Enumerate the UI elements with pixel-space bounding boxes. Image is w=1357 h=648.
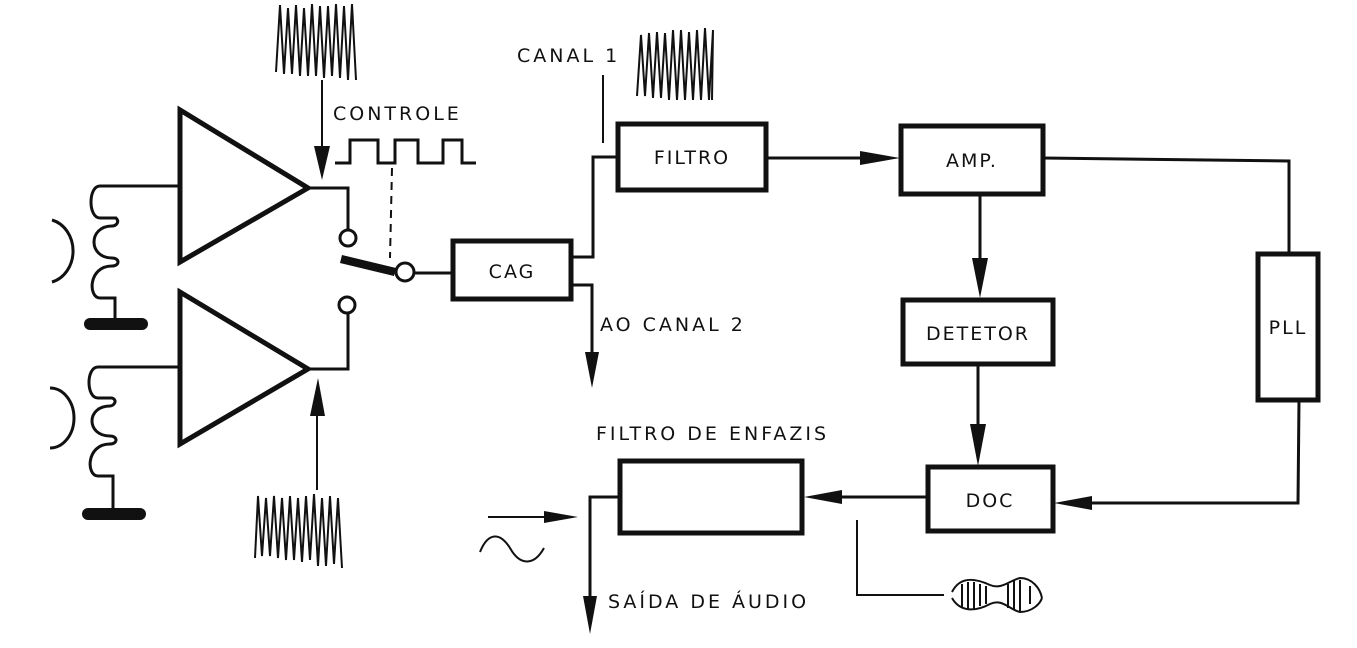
filtro-block [615,121,769,193]
arrow-up-icon [310,378,325,416]
ground-top [84,318,148,330]
cag-to-filtro-wire [571,155,618,259]
filtro-enfazis-block [617,458,805,536]
arrow-down-icon [314,146,330,180]
coil-top [89,184,178,320]
switch-control-link [389,167,393,259]
arrow-right-icon [544,511,578,523]
sine-wave-icon [479,535,545,563]
arrow-down-icon [972,258,988,298]
amp-bottom-output-wire [308,313,350,371]
doc-label: DOC [966,490,1015,512]
tape-head-icon [51,218,75,284]
switch-contact-bottom [337,295,357,315]
saida-audio-label: SAÍDA DE ÁUDIO [608,590,809,613]
fm-waveform-icon [275,3,357,81]
head-top [51,184,178,330]
amp-to-pll-wire [1042,156,1291,254]
arrow-right-icon [860,151,900,165]
controle-label: CONTROLE [333,103,462,125]
filtro-label: FILTRO [654,147,730,169]
switch-pivot [394,261,416,283]
ground-bottom [82,508,146,520]
arrow-down-icon [583,596,597,634]
cag-label: CAG [489,261,536,283]
cag-block [450,238,574,302]
detetor-label: DETETOR [926,323,1030,345]
tape-head-icon [49,386,76,450]
modulated-signal-pointer [856,520,944,596]
switch-contact-top [338,228,358,248]
filtro-enfazis-label: FILTRO DE ENFAZIS [596,423,829,445]
cag-to-canal2-wire [571,283,594,355]
arrow-down-icon [585,352,599,388]
pll-block [1255,251,1321,403]
amplifier-top [177,105,313,267]
fm-waveform-icon [636,27,714,101]
amp-top-output-wire [308,186,350,230]
head-bottom [49,365,178,520]
amplifier-bottom [177,287,313,449]
filtro-enfazis-output-wire [588,495,620,600]
arrow-left-icon [1054,496,1092,510]
ao-canal2-label: AO CANAL 2 [600,314,746,336]
coil-bottom [87,365,178,508]
doc-block [925,464,1056,534]
am-envelope-icon [951,576,1043,614]
fm-waveform-icon [254,493,343,569]
amp-block [898,123,1046,197]
amp-label: AMP. [946,150,998,172]
canal1-label: CANAL 1 [517,45,620,67]
pll-label: PLL [1269,317,1308,339]
arrow-down-icon [970,424,986,466]
pll-to-doc-wire [1090,399,1301,505]
arrow-left-icon [804,490,842,504]
square-wave-icon [335,138,476,165]
switch-icon[interactable] [340,255,396,276]
